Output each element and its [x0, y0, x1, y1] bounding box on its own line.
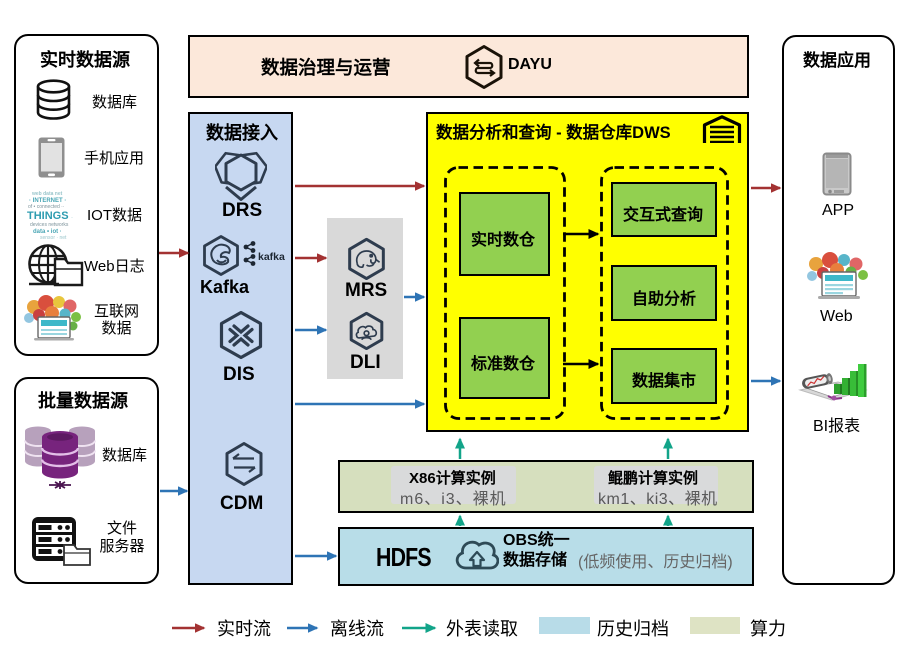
svg-text:THINGS: THINGS [27, 210, 69, 222]
svg-text:·: · [71, 215, 73, 221]
svg-text:sensor · net: sensor · net [40, 235, 67, 240]
svg-text:kafka: kafka [258, 251, 285, 263]
svg-text:devices networks: devices networks [30, 222, 69, 228]
svg-text:data • iot ·: data • iot · [33, 229, 62, 235]
svg-text:web data net: web data net [31, 191, 63, 197]
svg-text:· INTERNET ·: · INTERNET · [29, 198, 66, 204]
svg-text:of • connected ··: of • connected ·· [28, 204, 65, 210]
